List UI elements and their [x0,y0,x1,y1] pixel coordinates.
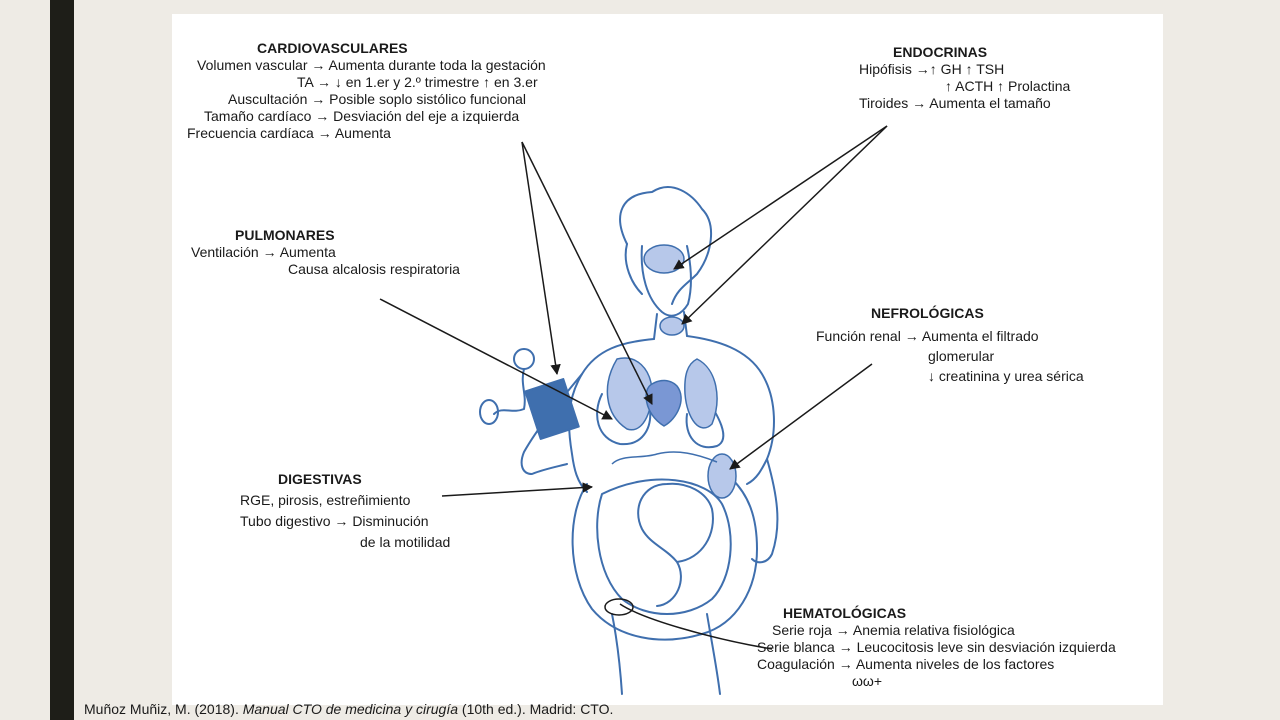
endocrinas-line: Hipófisis →↑ GH ↑ TSH [859,61,1005,77]
hematologicas-line: Serie blanca → Leucocitosis leve sin des… [757,639,1116,655]
nefrologicas-line: Función renal → Aumenta el filtrado [816,328,1039,344]
digestivas-line: de la motilidad [360,534,451,550]
face-outline [640,245,692,317]
lungs-shape [606,357,718,431]
cardiovasculares-block: CARDIOVASCULARES Volumen vascular → Aume… [187,39,546,142]
belly-outline [571,478,758,641]
citation: Muñoz Muñiz, M. (2018). Manual CTO de me… [84,701,613,717]
cardio-line: Tamaño cardíaco → Desviación del eje a i… [204,108,520,124]
brain-shape [643,244,685,274]
blood-pressure-cuff [524,378,580,440]
citation-book-title: Manual CTO de medicina y cirugía [242,701,459,717]
cardio-line: Volumen vascular → Aumenta durante toda … [197,57,546,73]
citation-publisher: (10th ed.). Madrid: CTO. [458,701,614,717]
digestivas-title: DIGESTIVAS [278,471,362,487]
endocrinas-line: ↑ ACTH ↑ Prolactina [945,78,1071,94]
pulmonares-block: PULMONARES Ventilación → Aumenta Causa a… [191,226,460,278]
nefrologicas-block: NEFROLÓGICAS Función renal → Aumenta el … [816,304,1084,386]
cardiovasculares-title: CARDIOVASCULARES [257,40,408,56]
cardio-line: Auscultación → Posible soplo sistólico f… [228,91,527,107]
nefrologicas-line: glomerular [928,348,995,364]
pulmonares-line: Ventilación → Aumenta [191,244,336,260]
citation-author: Muñoz Muñiz, M. (2018). [84,701,243,717]
hematologicas-block: HEMATOLÓGICAS Serie roja → Anemia relati… [757,604,1116,690]
thyroid-shape [659,316,685,336]
kidney-shape [707,453,737,499]
cardio-line: Frecuencia cardíaca → Aumenta [187,125,391,141]
digestivas-block: DIGESTIVAS RGE, pirosis, estreñimiento T… [240,470,450,553]
hematologicas-title: HEMATOLÓGICAS [783,605,907,621]
endocrinas-block: ENDOCRINAS Hipófisis →↑ GH ↑ TSH ↑ ACTH … [859,43,1070,112]
hematologicas-line: Serie roja → Anemia relativa fisiológica [772,622,1015,638]
digestivas-line: RGE, pirosis, estreñimiento [240,492,411,508]
cardio-line: TA → ↓ en 1.er y 2.º trimestre ↑ en 3.er [297,74,538,90]
pregnant-woman-illustration [379,125,888,695]
hematologicas-line: ωω+ [852,673,883,689]
slide-panel: CARDIOVASCULARES Volumen vascular → Aume… [172,14,1163,705]
pulmonares-title: PULMONARES [235,227,335,243]
uterus-outline [596,478,732,615]
nefrologicas-title: NEFROLÓGICAS [871,305,984,321]
endocrinas-line: Tiroides → Aumenta el tamaño [859,95,1051,111]
pulmonares-line: Causa alcalosis respiratoria [288,261,460,277]
digestivas-line: Tubo digestivo → Disminución [240,513,429,529]
fetus-outline [637,482,714,607]
hematologicas-line: Coagulación → Aumenta niveles de los fac… [757,656,1055,672]
nefrologicas-line: ↓ creatinina y urea sérica [928,368,1084,384]
endocrinas-title: ENDOCRINAS [893,44,988,60]
sidebar-accent-bar [50,0,74,720]
intestine-shape [611,451,718,465]
